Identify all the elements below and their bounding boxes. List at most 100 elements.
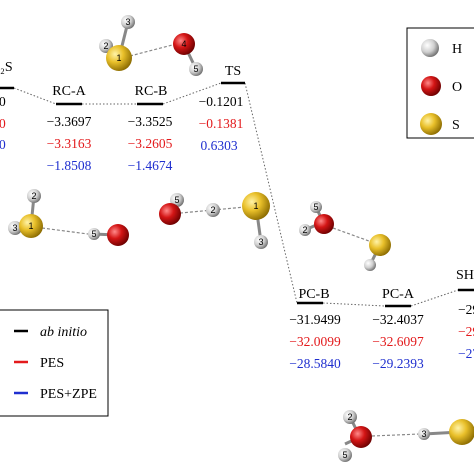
atom-number: 3 (258, 237, 263, 247)
hydrogen-atom-icon (418, 428, 430, 440)
hydrogen-atom-icon (121, 15, 135, 29)
atom-number: 4 (181, 39, 186, 49)
hydrogen-atom-icon (27, 189, 41, 203)
state-label: RC-A (52, 84, 86, 99)
state-product: SH −29 −29 −27 (456, 268, 474, 361)
reactant-labels: ₂S 0 0 0 (0, 60, 13, 152)
hydrogen-atom-icon (310, 201, 322, 213)
atom-number: 5 (174, 195, 179, 205)
legend-label-pes-zpe: PES+ZPE (40, 387, 97, 402)
hydrogen-atom-icon (338, 448, 352, 462)
state-rc-b: RC-B −3.3525 −3.2605 −1.4674 (128, 84, 173, 173)
state-label: RC-B (135, 84, 168, 99)
hydrogen-atom-icon (8, 221, 22, 235)
atom-number: 3 (12, 223, 17, 233)
method-legend: ab initio PES PES+ZPE (0, 309, 109, 417)
hydrogen-atom-icon (189, 62, 203, 76)
atom-legend: H O S (406, 27, 474, 139)
value-ab-initio: −32.4037 (372, 312, 424, 327)
atom-number: 2 (302, 225, 307, 235)
hbond-dashed (41, 227, 89, 235)
value-pes-zpe: −1.8508 (47, 158, 92, 173)
atom-number: 1 (253, 201, 258, 211)
energy-levels (0, 81, 474, 308)
reactant-label: ₂S (0, 60, 13, 75)
atom-number: 1 (28, 221, 33, 231)
hydrogen-atom-icon (254, 235, 268, 249)
molecule-rc-a: 2 3 1 5 (8, 189, 129, 246)
atom-number: 5 (313, 202, 318, 212)
value-pes: −29 (458, 324, 474, 339)
oxygen-atom-icon (107, 224, 129, 246)
legend-symbol-s: S (452, 118, 460, 133)
oxygen-atom-icon (159, 203, 181, 225)
path-connectors (13, 82, 459, 307)
oxygen-atom-icon (173, 33, 195, 55)
sulfur-atom-icon (19, 214, 43, 238)
state-label: PC-B (298, 287, 329, 302)
oxygen-atom-icon (350, 426, 372, 448)
value-pes-zpe: 0.6303 (200, 138, 237, 153)
hydrogen-atom-icon (299, 224, 311, 236)
atom-number: 5 (91, 229, 96, 239)
value-pes-zpe: −27 (458, 346, 474, 361)
reactant-pes-zpe: 0 (0, 137, 6, 152)
sulfur-atom-icon (449, 419, 474, 445)
atom-number: 2 (103, 41, 108, 51)
atom-number: 3 (421, 429, 426, 439)
state-ts: TS −0.1201 −0.1381 0.6303 (199, 64, 244, 153)
reactant-pes: 0 (0, 116, 6, 131)
value-pes-zpe: −29.2393 (372, 356, 424, 371)
legend-label-ab-initio: ab initio (40, 325, 87, 340)
connector-reactant-rca (13, 87, 57, 105)
hydrogen-atom-icon (421, 39, 439, 57)
hbond-dashed (129, 43, 177, 57)
hydrogen-atom-icon (206, 203, 220, 217)
molecule-pc-b: 5 2 (299, 201, 391, 271)
oxygen-atom-icon (314, 214, 334, 234)
connector-pca-product (410, 289, 459, 307)
reactant-ab-initio: 0 (0, 94, 6, 109)
value-pes: −0.1381 (199, 116, 244, 131)
legend-symbol-h: H (452, 42, 462, 57)
value-pes: −3.3163 (47, 136, 92, 151)
value-ab-initio: −0.1201 (199, 94, 244, 109)
oxygen-atom-icon (421, 76, 441, 96)
sulfur-atom-icon (420, 113, 442, 135)
atom-number: 3 (125, 17, 130, 27)
atom-number: 5 (193, 64, 198, 74)
state-pc-a: PC-A −32.4037 −32.6097 −29.2393 (372, 287, 424, 371)
atom-number: 2 (210, 205, 215, 215)
state-rc-a: RC-A −3.3697 −3.3163 −1.8508 (47, 84, 92, 173)
atom-number: 1 (116, 53, 121, 63)
value-pes: −32.6097 (372, 334, 424, 349)
state-pc-b: PC-B −31.9499 −32.0099 −28.5840 (289, 287, 341, 371)
atom-number: 2 (347, 412, 352, 422)
state-label: SH (456, 268, 474, 283)
hbond-dashed (371, 433, 421, 437)
hydrogen-atom-icon (364, 259, 376, 271)
connector-pcb-pca (322, 302, 386, 307)
molecule-ts: 3 2 1 4 5 (99, 15, 203, 76)
value-ab-initio: −3.3525 (128, 114, 173, 129)
atom-number: 2 (31, 191, 36, 201)
connector-ts-pcb (244, 82, 298, 304)
value-ab-initio: −3.3697 (47, 114, 92, 129)
value-pes: −32.0099 (289, 334, 341, 349)
value-pes-zpe: −1.4674 (128, 158, 173, 173)
value-ab-initio: −29 (458, 302, 474, 317)
value-pes-zpe: −28.5840 (289, 356, 341, 371)
atom-number: 5 (342, 450, 347, 460)
state-label: PC-A (382, 287, 415, 302)
molecule-pc-a: 2 5 3 (338, 410, 474, 462)
state-label: TS (225, 64, 241, 79)
legend-symbol-o: O (452, 80, 462, 95)
sulfur-atom-icon (369, 234, 391, 256)
value-pes: −3.2605 (128, 136, 173, 151)
hydrogen-atom-icon (88, 228, 100, 240)
legend-label-pes: PES (40, 356, 64, 371)
value-ab-initio: −31.9499 (289, 312, 341, 327)
hydrogen-atom-icon (170, 193, 184, 207)
sulfur-atom-icon (242, 192, 270, 220)
